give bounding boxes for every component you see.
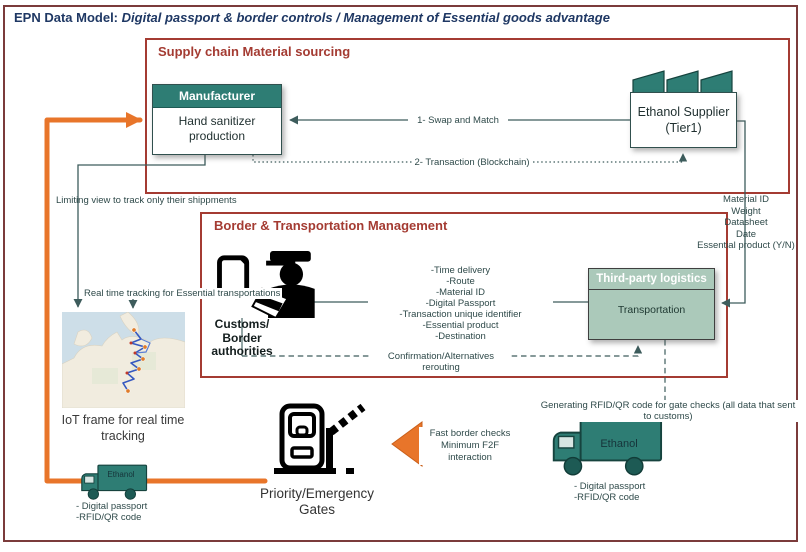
truck-right-label: Ethanol <box>600 438 638 450</box>
list-line: Date <box>735 228 757 240</box>
list-line: -RFID/QR code <box>76 512 142 523</box>
list-line: -Route <box>446 276 475 287</box>
logistics-box: Third-party logistics Transportation <box>588 268 715 340</box>
map-route-markers <box>125 327 148 394</box>
list-line: -Essential product <box>422 320 499 331</box>
page-title: EPN Data Model: Digital passport & borde… <box>14 10 610 25</box>
truck-right-icon <box>552 417 663 476</box>
truck-left-label: Ethanol <box>107 470 135 479</box>
supply-chain-title: Supply chain Material sourcing <box>158 44 351 59</box>
page-title-prefix: EPN Data Model: <box>14 10 119 25</box>
supplier-tier: (Tier1) <box>665 121 702 135</box>
swap-arrow-label: 1- Swap and Match <box>408 115 508 126</box>
logistics-body: Transportation <box>617 304 686 316</box>
border-mgmt-title: Border & Transportation Management <box>214 218 448 233</box>
generating-note: Generating RFID/QR code for gate checks … <box>536 400 800 422</box>
supplier-box: Ethanol Supplier (Tier1) <box>630 92 737 148</box>
list-line: - Digital passport <box>574 481 646 492</box>
list-line: Datasheet <box>724 217 768 228</box>
truck-right-captions: - Digital passport-RFID/QR code <box>574 481 645 503</box>
list-line: -RFID/QR code <box>574 492 640 503</box>
shipment-data-list: -Time delivery-Route-Material ID-Digital… <box>368 265 553 342</box>
orange-route-line <box>44 111 268 484</box>
list-line: -Material ID <box>435 287 486 298</box>
list-line: -Transaction unique identifier <box>399 309 522 320</box>
manufacturer-box: Manufacturer Hand sanitizer production <box>152 84 282 155</box>
page-border <box>3 5 798 542</box>
supplier-to-logistics <box>721 120 746 308</box>
iot-map <box>62 312 185 408</box>
priority-gate-label: Priority/Emergency Gates <box>259 486 375 517</box>
supply-chain-container <box>145 38 790 194</box>
iot-map-caption: IoT frame for real time tracking <box>61 413 185 443</box>
list-line: Minimum F2F interaction <box>440 440 500 463</box>
list-line: -Destination <box>435 331 486 342</box>
real-time-note: Real time tracking for Essential transpo… <box>82 288 283 299</box>
manufacturer-to-map <box>73 153 206 308</box>
page-title-subtitle: Digital passport & border controls / Man… <box>121 10 610 25</box>
manufacturer-header: Manufacturer <box>153 85 281 108</box>
logistics-header: Third-party logistics <box>589 269 714 290</box>
customs-label: Customs/ Border authorities <box>211 317 273 358</box>
list-line: -Time delivery <box>430 265 491 276</box>
list-line: - Digital passport <box>76 501 148 512</box>
manufacturer-body: Hand sanitizer production <box>178 114 256 143</box>
limiting-view-note: Limiting view to track only their shippm… <box>56 195 237 206</box>
confirmation-label: Confirmation/Alternatives rerouting <box>372 351 510 373</box>
priority-gate-icon <box>274 403 366 474</box>
supplier-name: Ethanol Supplier <box>637 105 730 119</box>
list-line: Weight <box>731 205 761 217</box>
transaction-arrow-label: 2- Transaction (Blockchain) <box>413 157 531 168</box>
truck-left-captions: - Digital passport-RFID/QR code <box>76 501 147 523</box>
factory-icon <box>632 70 733 94</box>
list-line: Essential product (Y/N) <box>697 240 795 251</box>
list-line: Material ID <box>723 194 769 205</box>
list-line: -Digital Passport <box>425 298 496 309</box>
customs-officer-icon <box>217 250 315 318</box>
list-line: Fast border checks <box>429 428 511 439</box>
